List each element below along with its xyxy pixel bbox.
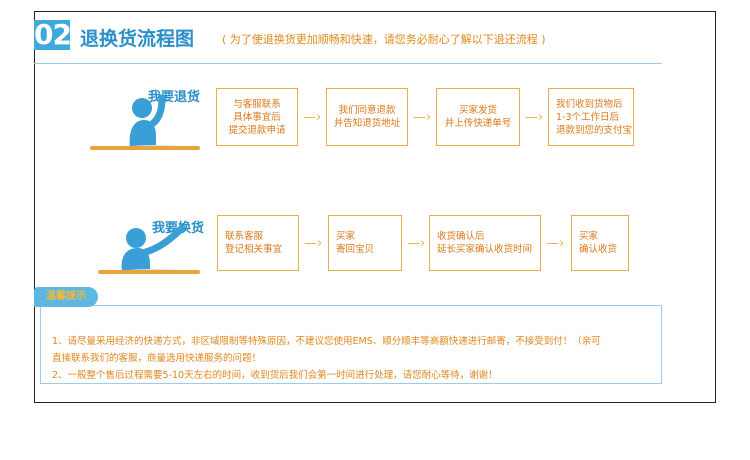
return-step-1: 与客服联系 具体事宜后 提交退款申请 xyxy=(216,88,298,146)
exchange-step-3: 收货确认后 延长买家确认收货时间 xyxy=(429,215,541,271)
notice-tab: 温馨提示 xyxy=(34,287,98,307)
return-figure-base xyxy=(90,146,200,150)
page-title: 退换货流程图 xyxy=(80,28,195,50)
section-number-badge: 02 xyxy=(34,18,72,51)
notice-line-3: 2、一般整个售后过程需要5-10天左右的时间，收到货后我们会第一时间进行处理，请… xyxy=(52,370,498,381)
page-subtitle: ( 为了使退换货更加顺畅和快速，请您务必耐心了解以下退还流程 ) xyxy=(222,33,546,46)
exchange-step-2: 买家 寄回宝贝 xyxy=(328,215,402,271)
return-step-2: 我们同意退款 并告知退货地址 xyxy=(326,88,408,146)
arrow-right-icon: —› xyxy=(525,110,544,125)
title-divider xyxy=(34,63,662,64)
arrow-right-icon: —› xyxy=(413,110,432,125)
return-step-4: 我们收到货物后 1-3个工作日后 退款到您的支付宝 xyxy=(548,88,634,146)
notice-line-1: 1、请尽量采用经济的快递方式，非区域限制等特殊原因，不建议您使用EMS、顺分顺丰… xyxy=(52,336,601,347)
arrow-right-icon: —› xyxy=(407,236,426,251)
person-waving-icon xyxy=(120,224,186,274)
notice-line-2: 直接联系我们的客服，商量选用快递服务的问题！ xyxy=(52,353,262,364)
notice-panel xyxy=(40,305,662,384)
exchange-step-4: 买家 确认收货 xyxy=(571,215,629,271)
return-step-3: 买家发货 并上传快递单号 xyxy=(436,88,520,146)
arrow-right-icon: —› xyxy=(303,110,322,125)
arrow-right-icon: —› xyxy=(304,236,323,251)
arrow-right-icon: —› xyxy=(546,236,565,251)
exchange-step-1: 联系客服 登记相关事宜 xyxy=(217,215,299,271)
person-pointing-icon xyxy=(124,94,188,150)
exchange-figure-base xyxy=(98,270,200,274)
